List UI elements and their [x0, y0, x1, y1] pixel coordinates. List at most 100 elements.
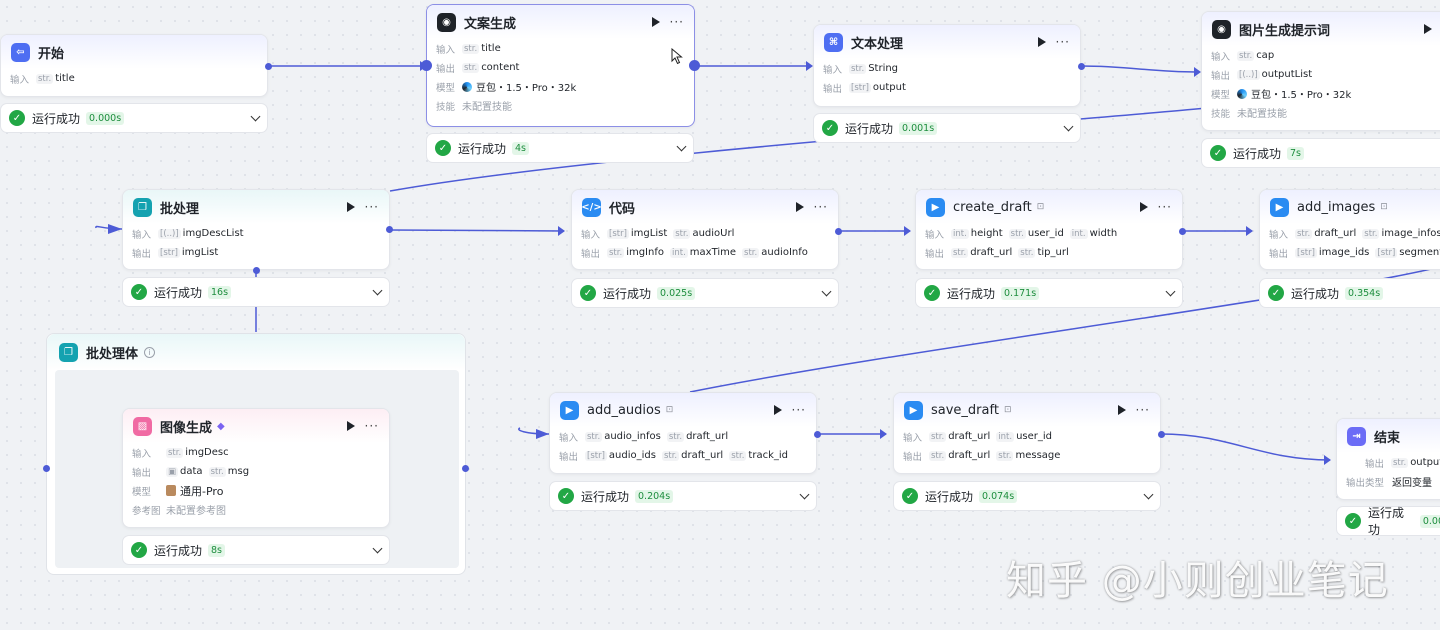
more-icon[interactable]: ··· [1157, 200, 1172, 214]
success-check-icon: ✓ [924, 285, 940, 301]
play-icon[interactable] [1139, 202, 1148, 212]
chevron-down-icon[interactable] [250, 111, 261, 121]
success-check-icon: ✓ [131, 284, 147, 300]
plugin-badge-icon: ⊡ [1003, 405, 1012, 415]
llm-icon: ◉ [437, 12, 456, 32]
chevron-down-icon[interactable] [372, 543, 383, 553]
success-check-icon: ✓ [1345, 513, 1361, 529]
batch-icon: ❐ [59, 342, 78, 362]
success-check-icon: ✓ [580, 285, 596, 301]
chevron-down-icon[interactable] [1165, 286, 1176, 296]
success-check-icon: ✓ [1268, 285, 1284, 301]
input-port[interactable] [421, 60, 432, 71]
output-port[interactable] [689, 60, 700, 71]
play-icon[interactable] [773, 405, 782, 415]
chevron-down-icon[interactable] [372, 285, 383, 295]
more-icon[interactable]: ··· [1135, 403, 1150, 417]
plugin-play-icon: ▶ [926, 197, 945, 217]
more-icon[interactable]: ··· [1055, 35, 1070, 49]
node-title: 文案生成 [464, 16, 517, 32]
info-icon[interactable]: i [144, 346, 156, 358]
mouse-cursor-icon [671, 48, 683, 65]
text-process-icon: ⌘ [824, 32, 843, 52]
code-icon: </> [581, 197, 602, 217]
chevron-down-icon[interactable] [1143, 489, 1154, 499]
play-icon[interactable] [795, 202, 804, 212]
output-port[interactable] [835, 228, 842, 235]
gem-icon: ◆ [217, 420, 225, 432]
output-port[interactable] [1078, 63, 1085, 70]
more-icon[interactable]: ··· [791, 403, 806, 417]
output-port[interactable] [462, 465, 469, 472]
success-check-icon: ✓ [558, 488, 574, 504]
play-icon[interactable] [1117, 405, 1126, 415]
output-port[interactable] [265, 63, 272, 70]
more-icon[interactable]: ··· [364, 200, 379, 214]
model-name: 豆包・1.5・Pro・32k [476, 83, 577, 94]
chevron-down-icon[interactable] [799, 489, 810, 499]
play-icon[interactable] [346, 202, 355, 212]
play-icon[interactable] [346, 421, 355, 431]
play-icon[interactable] [651, 17, 660, 27]
llm-icon: ◉ [1212, 19, 1231, 39]
success-check-icon: ✓ [9, 110, 25, 126]
output-port[interactable] [1179, 228, 1186, 235]
plugin-badge-icon: ⊡ [665, 405, 674, 415]
plugin-play-icon: ▶ [904, 400, 923, 420]
success-check-icon: ✓ [1210, 145, 1226, 161]
output-port[interactable] [386, 226, 393, 233]
input-port[interactable] [43, 465, 50, 472]
output-port[interactable] [1158, 431, 1165, 438]
run-time: 0.000s [86, 111, 125, 125]
input-param: title [55, 73, 75, 84]
plugin-play-icon: ▶ [1270, 197, 1289, 217]
more-icon[interactable]: ··· [669, 15, 684, 29]
body-port[interactable] [253, 267, 260, 274]
play-icon[interactable] [1037, 37, 1046, 47]
success-check-icon: ✓ [435, 140, 451, 156]
success-check-icon: ✓ [822, 120, 838, 136]
output-port[interactable] [814, 431, 821, 438]
success-check-icon: ✓ [902, 488, 918, 504]
batch-icon: ❐ [133, 197, 152, 217]
image-icon: ▨ [133, 416, 152, 436]
success-check-icon: ✓ [131, 542, 147, 558]
end-icon: ⇥ [1347, 426, 1366, 446]
chevron-down-icon[interactable] [676, 141, 687, 151]
node-batch[interactable]: ❐批处理··· 输入[(..)]imgDescList 输出[str]imgLi… [122, 189, 390, 270]
doubao-icon [1237, 88, 1247, 99]
chevron-down-icon[interactable] [821, 286, 832, 296]
input-label: 输入 [10, 74, 30, 86]
chevron-down-icon[interactable] [1063, 121, 1074, 131]
output-type-value: 返回变量 [1392, 478, 1432, 489]
plugin-badge-icon: ⊡ [1380, 202, 1388, 212]
more-icon[interactable]: ··· [364, 419, 379, 433]
more-icon[interactable]: ··· [813, 200, 828, 214]
plugin-badge-icon: ⊡ [1036, 202, 1045, 212]
plugin-play-icon: ▶ [560, 400, 579, 420]
play-icon[interactable] [1424, 24, 1432, 34]
